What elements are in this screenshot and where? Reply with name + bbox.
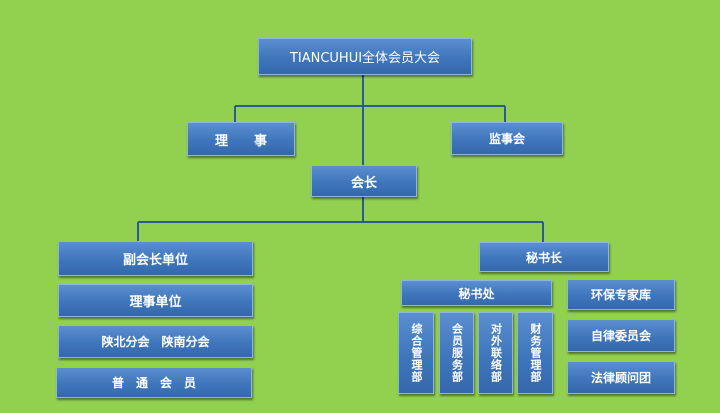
dept-general-management-node: 综合管理部 — [398, 312, 434, 394]
supervisory-board-label: 监事会 — [488, 132, 525, 146]
legal-advisory-group-node: 法律顾问团 — [567, 361, 675, 394]
dept-member-services-node: 会员服务部 — [439, 312, 474, 394]
env-expert-pool-label: 环保专家库 — [590, 288, 651, 302]
council-units-label: 理事单位 — [129, 295, 182, 310]
president-node: 会长 — [311, 165, 417, 197]
secretariat-node: 秘书处 — [401, 280, 552, 306]
council-label: 理 事 — [214, 133, 267, 149]
env-expert-pool-node: 环保专家库 — [567, 279, 675, 310]
council-units-node: 理事单位 — [58, 284, 253, 317]
dept-finance-management-label: 财务管理部 — [529, 323, 543, 383]
vice-president-units-label: 副会长单位 — [122, 253, 188, 268]
dept-finance-management-node: 财务管理部 — [517, 312, 553, 394]
branches-label: 陕北分会 陕南分会 — [101, 335, 210, 349]
secretary-general-label: 秘书长 — [525, 250, 562, 265]
self-discipline-committee-label: 自律委员会 — [590, 329, 651, 343]
ordinary-members-node: 普 通 会 员 — [56, 367, 252, 398]
president-label: 会长 — [350, 175, 377, 191]
dept-external-liaison-node: 对外联络部 — [478, 312, 513, 394]
general-assembly-label: TIANCUHUI全体会员大会 — [289, 51, 441, 66]
dept-external-liaison-label: 对外联络部 — [489, 323, 503, 383]
vice-president-units-node: 副会长单位 — [58, 241, 253, 276]
dept-member-services-label: 会员服务部 — [450, 323, 464, 383]
council-node: 理 事 — [187, 122, 295, 156]
general-assembly-node: TIANCUHUI全体会员大会 — [258, 38, 472, 75]
legal-advisory-group-label: 法律顾问团 — [590, 371, 651, 385]
secretary-general-node: 秘书长 — [479, 242, 609, 272]
branches-node: 陕北分会 陕南分会 — [58, 325, 253, 358]
ordinary-members-label: 普 通 会 员 — [111, 376, 196, 390]
dept-general-management-label: 综合管理部 — [410, 323, 424, 383]
self-discipline-committee-node: 自律委员会 — [567, 319, 675, 352]
secretariat-label: 秘书处 — [458, 286, 495, 301]
supervisory-board-node: 监事会 — [451, 122, 563, 155]
